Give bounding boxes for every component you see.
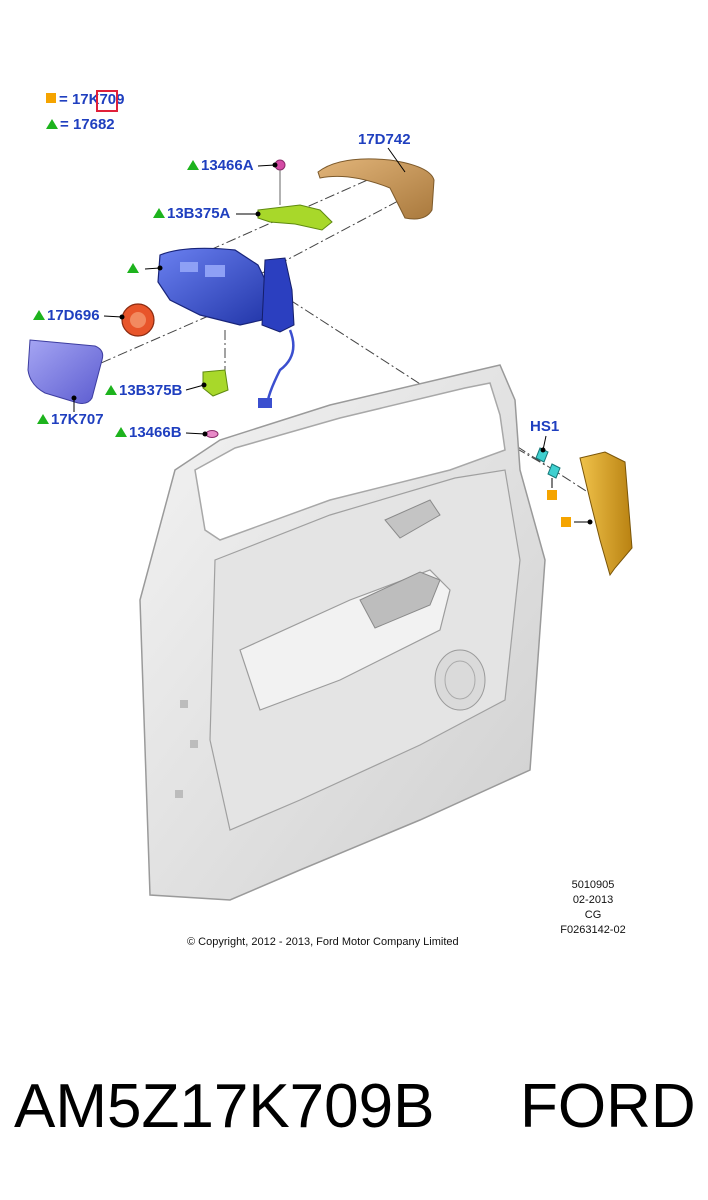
triangle-marker-icon <box>153 208 165 218</box>
callout-13b375b-text: 13B375B <box>119 382 183 399</box>
info-line-4: F0263142-02 <box>560 924 626 936</box>
motor-17d696-part <box>121 303 155 337</box>
screw-13466a-part <box>274 159 286 205</box>
legend-square-label[interactable]: 17K709 <box>71 91 125 108</box>
legend-equals: = <box>60 116 69 133</box>
callout-17d696-text: 17D696 <box>47 307 100 324</box>
part-number-title: AM5Z17K709B <box>14 1072 435 1141</box>
hs1-clips-part <box>535 447 561 479</box>
callout-17k707-text: 17K707 <box>51 411 104 428</box>
brand-title: FORD <box>520 1072 696 1141</box>
triangle-symbol-icon <box>46 119 58 129</box>
legend-triangle-label[interactable]: 17682 <box>72 116 115 133</box>
bracket-13b375a-part <box>257 204 333 231</box>
screw-13466b-part <box>205 430 219 438</box>
front-door-shell <box>139 364 546 901</box>
bracket-13b375b-part <box>202 369 229 397</box>
callout-housing-triangle[interactable] <box>127 260 141 278</box>
callout-hs1[interactable]: HS1 <box>530 418 560 435</box>
leader-dots <box>71 162 593 525</box>
callout-17d696[interactable]: 17D696 <box>33 307 100 325</box>
callout-17k707[interactable]: 17K707 <box>37 411 104 429</box>
trim-panel-17k709-part <box>579 451 633 577</box>
mirror-cap-part <box>317 158 435 220</box>
callout-13466a[interactable]: 13466A <box>187 157 254 175</box>
callout-13b375a[interactable]: 13B375A <box>153 205 230 223</box>
info-line-1: 5010905 <box>571 879 615 891</box>
info-line-3: CG <box>584 909 602 921</box>
triangle-marker-icon <box>115 427 127 437</box>
square-symbol-icon <box>46 93 56 103</box>
triangle-marker-icon <box>37 414 49 424</box>
triangle-marker-icon <box>105 385 117 395</box>
copyright-notice: © Copyright, 2012 - 2013, Ford Motor Com… <box>187 936 459 948</box>
mirror-glass-17k707-part <box>27 339 104 404</box>
triangle-marker-icon <box>187 160 199 170</box>
callout-13b375a-text: 13B375A <box>167 205 231 222</box>
square-marker-icon[interactable] <box>561 517 571 527</box>
callout-13466b[interactable]: 13466B <box>115 424 182 442</box>
legend-equals: = <box>59 91 68 108</box>
square-marker-icon[interactable] <box>547 490 557 500</box>
triangle-marker-icon <box>33 310 45 320</box>
legend-square-row: = 17K709 <box>46 91 124 109</box>
callout-13466a-text: 13466A <box>201 157 254 174</box>
drawing-info-block: 5010905 02-2013 CG F0263142-02 <box>538 878 648 938</box>
highlight-box <box>96 90 118 112</box>
callout-17d742[interactable]: 17D742 <box>358 131 411 148</box>
mirror-housing-part <box>157 247 295 408</box>
exploded-diagram <box>27 147 633 901</box>
legend-triangle-row: = 17682 <box>46 116 115 134</box>
callout-13b375b[interactable]: 13B375B <box>105 382 182 400</box>
callout-13466b-text: 13466B <box>129 424 182 441</box>
triangle-marker-icon <box>127 263 139 273</box>
info-line-2: 02-2013 <box>572 894 614 906</box>
